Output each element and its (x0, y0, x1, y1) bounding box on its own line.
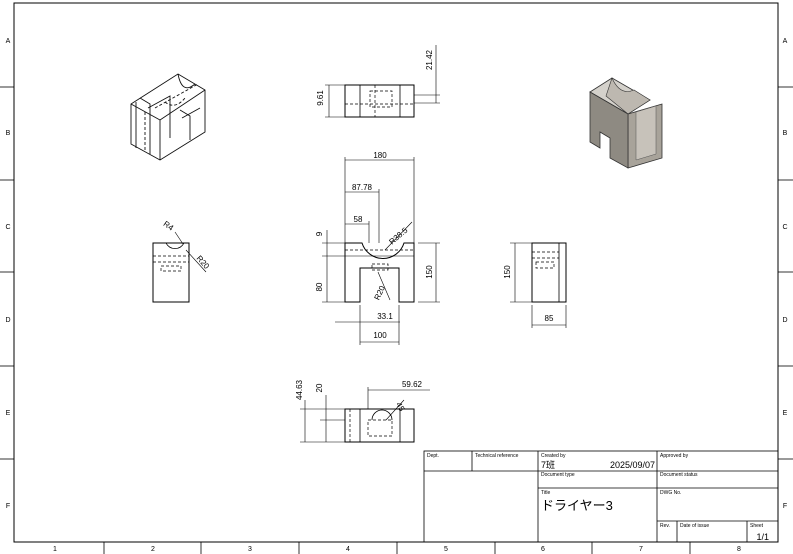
dim-right-width: 85 (545, 314, 554, 323)
front-view: 180 87.78 58 R38.5 R20 9 80 150 33.1 100 (315, 151, 440, 345)
row-label-a-left: A (6, 38, 11, 45)
col-label-3: 3 (248, 546, 252, 553)
isometric-wireframe-view (130, 73, 206, 161)
dim-front-height: 150 (425, 265, 434, 279)
row-label-f-left: F (6, 503, 10, 510)
left-view: R4 R20 (152, 219, 212, 303)
title-block: Dept. Technical reference Created by App… (423, 450, 779, 543)
col-label-8: 8 (737, 546, 741, 553)
dim-front-leg-height: 80 (315, 282, 324, 291)
dim-front-top-thk: 9 (315, 231, 324, 236)
tb-sheet-value: 1/1 (756, 532, 769, 542)
tb-rev-label: Rev. (660, 523, 670, 529)
tb-dept-label: Dept. (427, 453, 439, 459)
dim-left-radius-a: R4 (162, 219, 176, 233)
tb-dwg-no-label: DWG No. (660, 490, 681, 496)
row-label-d-left: D (5, 317, 10, 324)
row-label-f-right: F (783, 503, 787, 510)
dim-bottom-inner: 20 (315, 383, 324, 392)
bottom-view: 44.63 20 59.62 45 (295, 379, 430, 443)
row-label-b-left: B (6, 130, 11, 137)
dim-front-inner: 87.78 (352, 183, 373, 192)
top-view: 9.61 21.42 (316, 45, 440, 118)
dim-front-overall: 180 (373, 151, 387, 160)
tb-tech-ref-label: Technical reference (475, 453, 519, 459)
dim-bottom-offset: 59.62 (402, 380, 423, 389)
tb-sheet-label: Sheet (750, 523, 764, 529)
col-label-7: 7 (639, 546, 643, 553)
col-label-1: 1 (53, 546, 57, 553)
dim-front-slot: 58 (354, 215, 363, 224)
drawing-frame (13, 2, 779, 543)
col-label-5: 5 (444, 546, 448, 553)
tb-created-by-value: 7班 (541, 459, 555, 470)
tb-doc-type-label: Document type (541, 472, 575, 478)
col-label-4: 4 (346, 546, 350, 553)
row-label-e-left: E (6, 410, 11, 417)
dim-right-height: 150 (503, 265, 512, 279)
dim-left-radius-b: R20 (195, 254, 212, 271)
tb-doc-status-label: Document status (660, 472, 698, 478)
dim-front-slot-width: 33.1 (377, 312, 393, 321)
row-label-e-right: E (783, 410, 788, 417)
col-label-2: 2 (151, 546, 155, 553)
row-label-c-left: C (5, 224, 10, 231)
row-label-b-right: B (783, 130, 788, 137)
dim-bottom-radius: 45 (394, 401, 407, 414)
tb-title-value: ドライヤー3 (541, 498, 613, 513)
tb-created-date: 2025/09/07 (610, 460, 655, 470)
row-label-a-right: A (783, 38, 788, 45)
dim-front-radius-small: R20 (373, 284, 388, 302)
isometric-shaded-view (589, 77, 663, 169)
dim-top-width: 21.42 (425, 49, 434, 70)
tb-title-label: Title (541, 490, 550, 496)
dim-front-base-width: 100 (373, 331, 387, 340)
tb-date-of-issue-label: Date of issue (680, 523, 709, 529)
right-view: 150 85 (503, 242, 567, 328)
tb-created-by-label: Created by (541, 453, 566, 459)
dim-top-height: 9.61 (316, 90, 325, 106)
row-label-d-right: D (782, 317, 787, 324)
tb-approved-by-label: Approved by (660, 453, 689, 459)
row-label-c-right: C (782, 224, 787, 231)
col-label-6: 6 (541, 546, 545, 553)
zone-ticks (0, 86, 793, 554)
dim-bottom-height: 44.63 (295, 379, 304, 400)
